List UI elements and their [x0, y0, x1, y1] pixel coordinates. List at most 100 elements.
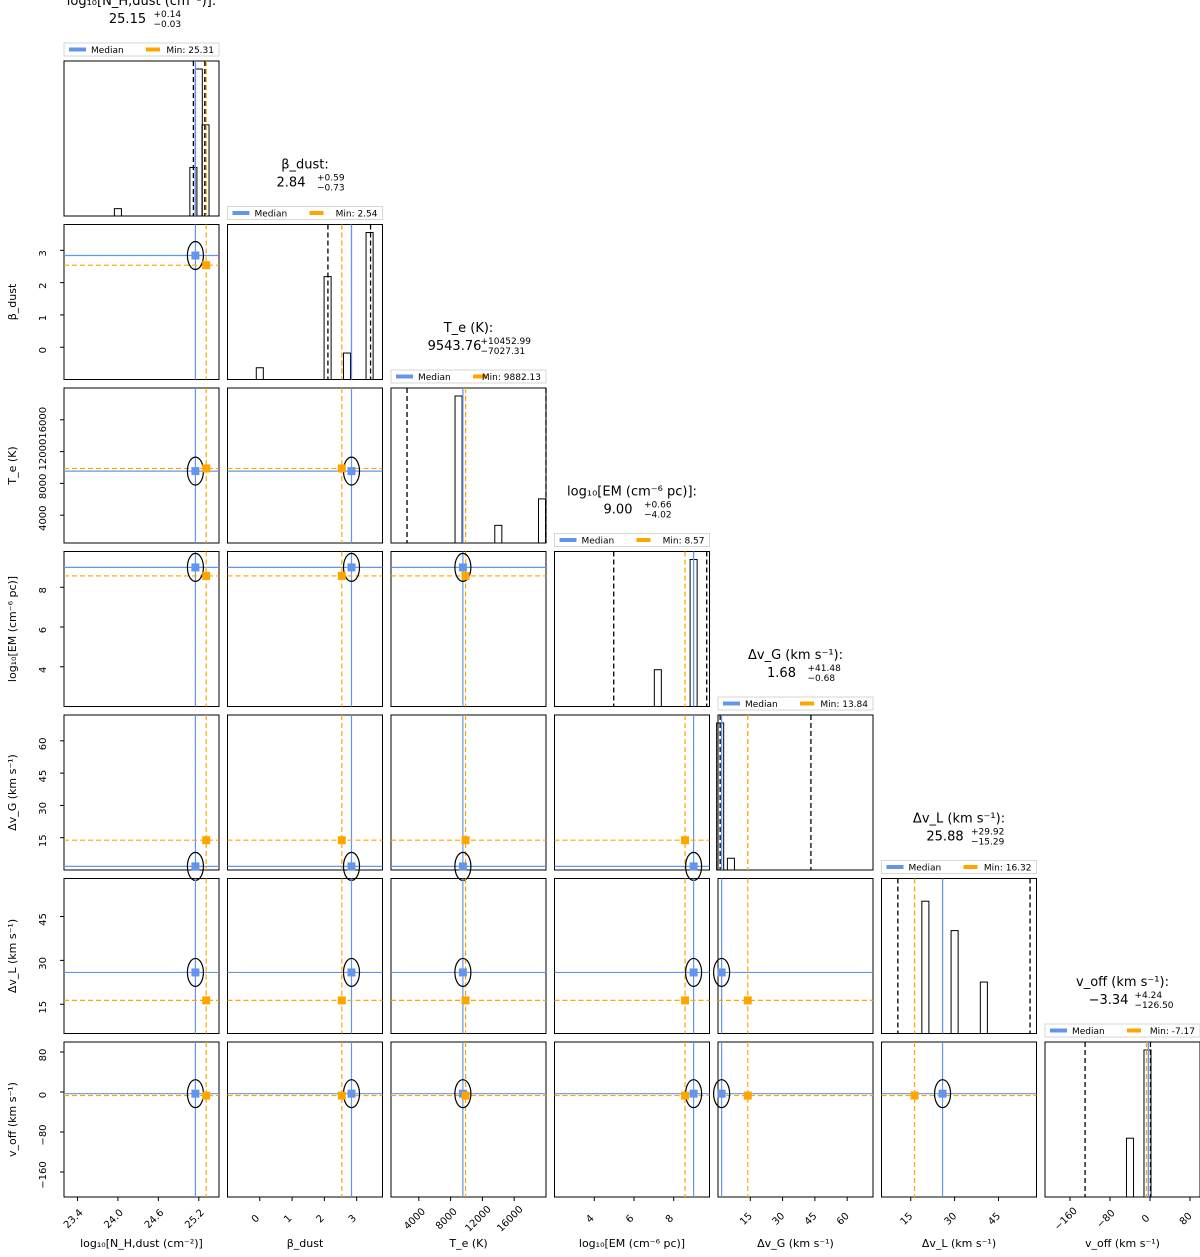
- panel-title-err-plus: +0.59: [317, 174, 345, 184]
- panel-frame: [63, 1041, 220, 1198]
- x-axis-label: T_e (K): [448, 1237, 487, 1250]
- y-tick-label: 2: [38, 282, 49, 288]
- x-tick-label: 45: [986, 1211, 1003, 1228]
- panel-frame: [227, 551, 383, 707]
- histogram-bar: [201, 124, 210, 217]
- y-axis-label: Δv_G (km s⁻¹): [6, 754, 19, 831]
- panel-title-err-plus: +0.66: [644, 501, 672, 511]
- panel-frame: [227, 878, 383, 1034]
- panel-frame: [390, 387, 547, 544]
- legend-box: [63, 42, 220, 57]
- y-tick-label: 8000: [38, 474, 49, 499]
- min-marker: [681, 1091, 690, 1100]
- y-tick-label: −80: [38, 1124, 49, 1145]
- median-marker: [458, 968, 467, 977]
- x-tick-label: −80: [1095, 1208, 1118, 1231]
- x-axis-label: v_off (km s⁻¹): [1085, 1237, 1160, 1250]
- panel-frame: [717, 1041, 874, 1198]
- panel-frame: [1044, 1041, 1200, 1198]
- x-tick-label: 4000: [402, 1206, 428, 1232]
- x-tick-label: 45: [803, 1211, 820, 1228]
- y-tick-label: 8: [38, 587, 49, 593]
- x-axis-label: log₁₀[N_H,dust (cm⁻²)]: [80, 1237, 203, 1250]
- x-tick-label: 25.2: [183, 1207, 207, 1231]
- median-marker: [458, 862, 467, 871]
- legend-median-label: Median: [582, 537, 615, 547]
- contour: [186, 552, 205, 582]
- y-tick-label: 45: [38, 770, 49, 783]
- panel-title-err-plus: +41.48: [808, 664, 842, 674]
- median-marker: [191, 563, 200, 572]
- y-tick-label: 30: [38, 957, 49, 970]
- x-tick-label: 4: [584, 1213, 596, 1225]
- panel-frame: [63, 551, 220, 707]
- median-marker: [191, 467, 200, 476]
- contour: [933, 1079, 952, 1109]
- legend-median-label: Median: [255, 210, 288, 220]
- panel-frame: [227, 1041, 383, 1198]
- median-marker: [717, 968, 726, 977]
- contour: [685, 957, 703, 988]
- histogram-bar: [255, 367, 264, 380]
- panel-title-err-minus: −0.03: [154, 20, 182, 30]
- min-marker: [202, 1091, 211, 1100]
- y-tick-label: 1: [38, 315, 49, 321]
- contour: [342, 957, 361, 988]
- y-tick-label: 60: [38, 737, 49, 750]
- contour: [342, 552, 361, 582]
- min-marker: [337, 836, 346, 845]
- x-tick-label: 0: [250, 1213, 262, 1225]
- histogram-bar: [950, 930, 959, 1034]
- panel-title-err-plus: +29.92: [971, 828, 1004, 838]
- panel-frame: [717, 878, 874, 1034]
- histogram-bar: [454, 395, 463, 544]
- panel-title-name: v_off (km s⁻¹):: [1076, 975, 1169, 990]
- panel-frame: [63, 224, 220, 380]
- min-marker: [202, 261, 211, 270]
- contour: [713, 957, 731, 988]
- y-tick-label: 15: [38, 834, 49, 847]
- legend-box: [881, 860, 1037, 874]
- y-axis-label: β_dust: [6, 283, 19, 320]
- y-tick-label: −160: [38, 1161, 49, 1188]
- x-tick-label: 15: [738, 1211, 755, 1228]
- panel-title-err-plus: +0.14: [154, 10, 182, 20]
- panel-frame: [227, 714, 383, 871]
- panel-title-name: T_e (K):: [443, 321, 494, 336]
- min-marker: [461, 1091, 470, 1100]
- panel-frame: [390, 878, 547, 1034]
- histogram-bar: [365, 232, 374, 380]
- legend-min-label: Min: 16.32: [984, 864, 1032, 874]
- min-marker: [202, 836, 211, 845]
- y-axis-label: log₁₀[EM (cm⁻⁶ pc)]: [6, 576, 19, 682]
- legend-min-label: Min: 25.31: [166, 46, 214, 56]
- min-marker: [910, 1091, 919, 1100]
- y-tick-label: 12000: [38, 439, 49, 471]
- x-tick-label: 30: [770, 1211, 787, 1228]
- x-tick-label: 80: [1178, 1211, 1195, 1228]
- panel-frame: [390, 551, 547, 707]
- min-marker: [337, 1091, 346, 1100]
- median-marker: [191, 251, 200, 260]
- y-axis-label: T_e (K): [6, 446, 19, 485]
- y-axis-label: v_off (km s⁻¹): [6, 1082, 19, 1157]
- median-marker: [347, 1089, 356, 1098]
- panel-title-err-minus: −4.02: [644, 511, 672, 521]
- contour: [454, 1079, 472, 1109]
- x-axis-label: Δv_L (km s⁻¹): [922, 1237, 996, 1250]
- min-marker: [743, 1091, 752, 1100]
- x-tick-label: 3: [347, 1213, 359, 1225]
- y-tick-label: 15: [38, 1001, 49, 1014]
- legend-box: [554, 533, 710, 547]
- x-tick-label: 2: [314, 1213, 326, 1225]
- legend-box: [227, 206, 383, 220]
- histogram-bar: [194, 68, 203, 217]
- x-tick-label: 24.6: [143, 1207, 167, 1231]
- median-marker: [347, 862, 356, 871]
- min-marker: [743, 996, 752, 1005]
- legend-median-label: Median: [418, 373, 451, 383]
- panel-frame: [227, 387, 383, 544]
- histogram-bar: [538, 498, 547, 544]
- panel-title-err-plus: +4.24: [1135, 991, 1163, 1001]
